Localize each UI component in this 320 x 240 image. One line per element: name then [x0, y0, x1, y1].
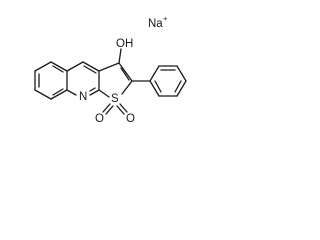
- oxygen-right-label: O: [126, 113, 135, 125]
- sulfonyl-bonds: [102, 103, 128, 115]
- oxygen-left-label: O: [95, 113, 104, 125]
- thiophene-ring: [98, 62, 133, 98]
- phenyl-ring: [131, 65, 187, 97]
- hydroxyl-label: OH: [116, 38, 133, 50]
- sulfur-label: S: [111, 93, 119, 105]
- pyridine-ring: [66, 61, 100, 96]
- nitrogen-label: N: [79, 91, 87, 103]
- sodium-charge: +: [163, 14, 168, 23]
- sodium-symbol: Na: [148, 18, 163, 30]
- sodium-counterion: Na +: [148, 14, 168, 30]
- benzene-ring-left: [34, 61, 68, 100]
- hydroxyl-bond: [118, 48, 122, 64]
- chemical-structure-canvas: OH N S O O Na +: [34, 14, 187, 125]
